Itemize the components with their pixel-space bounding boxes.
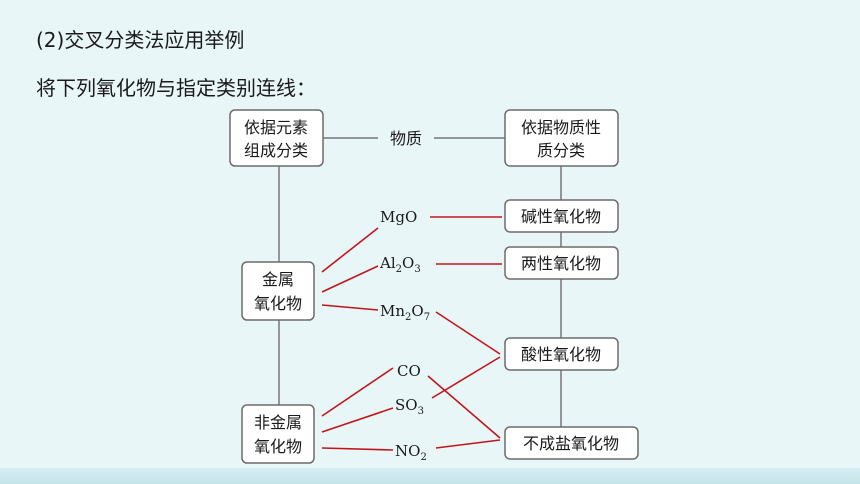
metal-oxide-line2: 氧化物 xyxy=(254,294,302,313)
link-nonmetal-co xyxy=(321,367,394,417)
non-salt-forming-oxide-box: 不成盐氧化物 xyxy=(504,426,639,460)
amphoteric-oxide-label: 两性氧化物 xyxy=(521,254,601,273)
link-co-nonsalt xyxy=(427,375,501,439)
link-metal-mn2o7 xyxy=(321,304,379,311)
substance-label: 物质 xyxy=(390,129,422,148)
compound-al2o3: Al2O3 xyxy=(379,254,421,275)
link-nonmetal-so3 xyxy=(321,407,394,433)
basic-oxide-label: 碱性氧化物 xyxy=(521,207,601,226)
metal-oxide-line1: 金属 xyxy=(262,270,294,289)
nonmetal-oxide-line2: 氧化物 xyxy=(254,437,302,456)
element-composition-box: 依据元素 组成分类 xyxy=(229,109,324,167)
link-nonmetal-no2 xyxy=(321,447,394,451)
bottom-band xyxy=(0,468,860,484)
acidic-oxide-box: 酸性氧化物 xyxy=(504,337,619,371)
basic-oxide-box: 碱性氧化物 xyxy=(504,199,619,233)
compound-no2: NO2 xyxy=(395,442,427,463)
property-classification-line2: 质分类 xyxy=(537,141,585,160)
link-no2-nonsalt xyxy=(435,439,501,449)
link-metal-al2o3 xyxy=(321,265,379,293)
link-metal-mgo xyxy=(321,227,379,273)
link-mn2o7-acidic xyxy=(435,311,501,355)
section-title: (2)交叉分类法应用举例 xyxy=(36,28,245,52)
metal-oxide-box: 金属 氧化物 xyxy=(241,261,315,321)
property-classification-line1: 依据物质性 xyxy=(521,118,601,137)
element-composition-line1: 依据元素 xyxy=(244,118,308,137)
link-so3-acidic xyxy=(431,356,501,399)
compound-co: CO xyxy=(397,362,421,380)
non-salt-forming-oxide-label: 不成盐氧化物 xyxy=(523,434,619,453)
instruction-text: 将下列氧化物与指定类别连线： xyxy=(36,76,316,100)
nonmetal-oxide-box: 非金属 氧化物 xyxy=(241,404,315,464)
amphoteric-oxide-box: 两性氧化物 xyxy=(504,246,619,280)
compound-mgo: MgO xyxy=(380,208,417,226)
element-composition-line2: 组成分类 xyxy=(244,141,308,160)
acidic-oxide-label: 酸性氧化物 xyxy=(521,345,601,364)
compound-so3: SO3 xyxy=(395,396,424,417)
property-classification-box: 依据物质性 质分类 xyxy=(504,109,619,167)
compound-mn2o7: Mn2O7 xyxy=(380,302,430,323)
nonmetal-oxide-line1: 非金属 xyxy=(254,413,302,432)
